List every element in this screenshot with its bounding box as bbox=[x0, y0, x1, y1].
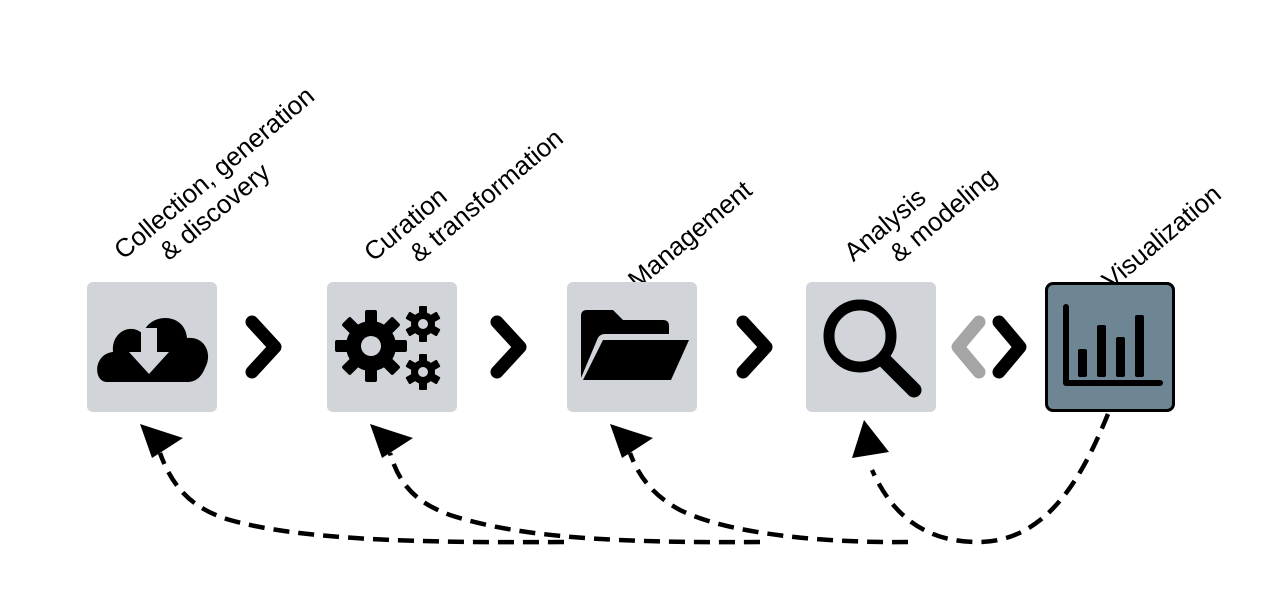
chevron-left-icon bbox=[951, 315, 986, 379]
gears-icon bbox=[335, 306, 441, 390]
bar-chart-icon bbox=[1063, 304, 1163, 386]
chevron-right-icon bbox=[736, 315, 773, 379]
chevron-right-icon bbox=[992, 315, 1027, 379]
feedback-arrow-to-management bbox=[627, 452, 909, 545]
stage-box-curation bbox=[327, 282, 457, 412]
cloud-download-icon bbox=[97, 317, 209, 382]
arrowhead bbox=[370, 424, 413, 458]
chevron-right-icon bbox=[490, 315, 527, 379]
chevron-right-icon bbox=[245, 315, 282, 379]
magnifier-icon bbox=[823, 299, 922, 398]
stage-box-visualization bbox=[1045, 282, 1175, 412]
arrowhead bbox=[852, 420, 889, 458]
stage-box-collection bbox=[87, 282, 217, 412]
feedback-arrow-to-curation bbox=[387, 452, 761, 545]
arrowhead bbox=[140, 424, 183, 458]
folder-open-icon bbox=[581, 310, 689, 380]
stage-box-management bbox=[567, 282, 697, 412]
feedback-arrow-to-analysis bbox=[869, 413, 1111, 545]
stage-box-analysis bbox=[806, 282, 936, 412]
arrowhead bbox=[610, 424, 653, 458]
feedback-arrow-to-collection bbox=[157, 452, 565, 545]
